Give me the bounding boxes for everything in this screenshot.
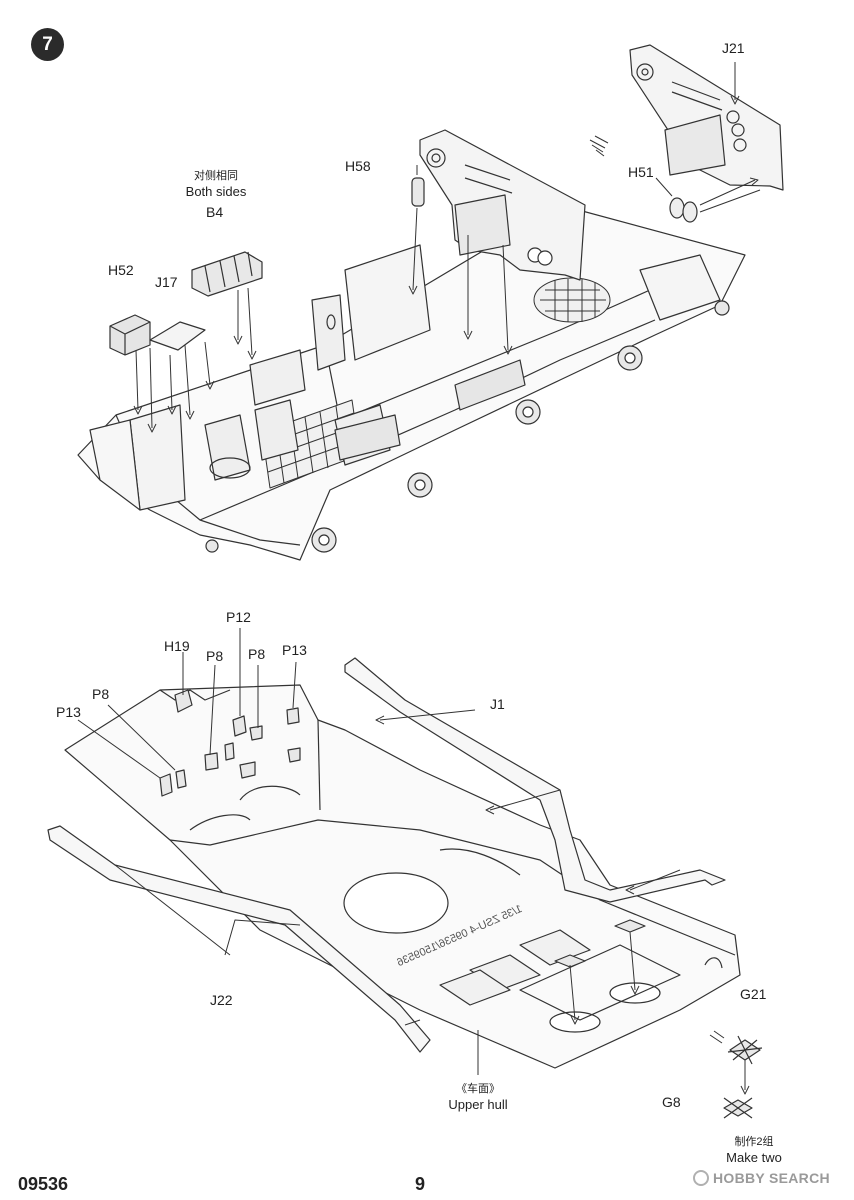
part-label-p8-a: P8: [206, 648, 224, 664]
part-label-p8-c: P8: [92, 686, 110, 702]
part-label-j21: J21: [722, 40, 745, 56]
lower-parts: [159, 689, 301, 797]
part-label-p13-a: P13: [282, 642, 307, 658]
watermark-text: HOBBY SEARCH: [713, 1170, 830, 1186]
upper-hull-label-en: Upper hull: [448, 1097, 508, 1112]
part-label-b4: B4: [206, 204, 224, 220]
product-code: 09536: [18, 1174, 69, 1194]
page-number: 9: [415, 1174, 426, 1194]
side-rails: [47, 657, 726, 1053]
lower-hull-drawing: [64, 684, 741, 1069]
part-label-g21: G21: [740, 986, 767, 1002]
part-label-j1: J1: [490, 696, 505, 712]
part-label-h52: H52: [108, 262, 134, 278]
part-label-j22: J22: [210, 992, 233, 1008]
fan-parts: [554, 919, 763, 1119]
step-number-badge: 7: [31, 28, 64, 61]
part-label-p13-b: P13: [56, 704, 81, 720]
part-label-p8-b: P8: [248, 646, 266, 662]
j21-panel-drawing: [629, 44, 784, 191]
both-sides-note-en: Both sides: [185, 184, 247, 199]
part-label-h19: H19: [164, 638, 190, 654]
upper-arrows: [133, 62, 761, 433]
hobby-search-logo-icon: [693, 1170, 709, 1186]
part-label-h51: H51: [628, 164, 654, 180]
part-label-p12: P12: [226, 609, 251, 625]
upper-parts: [109, 177, 698, 356]
both-sides-note-cn: 对侧相同: [194, 170, 238, 182]
watermark: HOBBY SEARCH: [693, 1170, 830, 1186]
make-two-note-cn: 制作2组: [734, 1136, 774, 1148]
make-two-note-en: Make two: [726, 1150, 782, 1165]
upper-chassis-drawing: [77, 129, 746, 561]
upper-hull-label-cn: 《车面》: [456, 1083, 500, 1095]
part-label-j17: J17: [155, 274, 178, 290]
lower-arrows: [77, 628, 750, 1095]
part-label-h58: H58: [345, 158, 371, 174]
part-label-g8: G8: [662, 1094, 681, 1110]
